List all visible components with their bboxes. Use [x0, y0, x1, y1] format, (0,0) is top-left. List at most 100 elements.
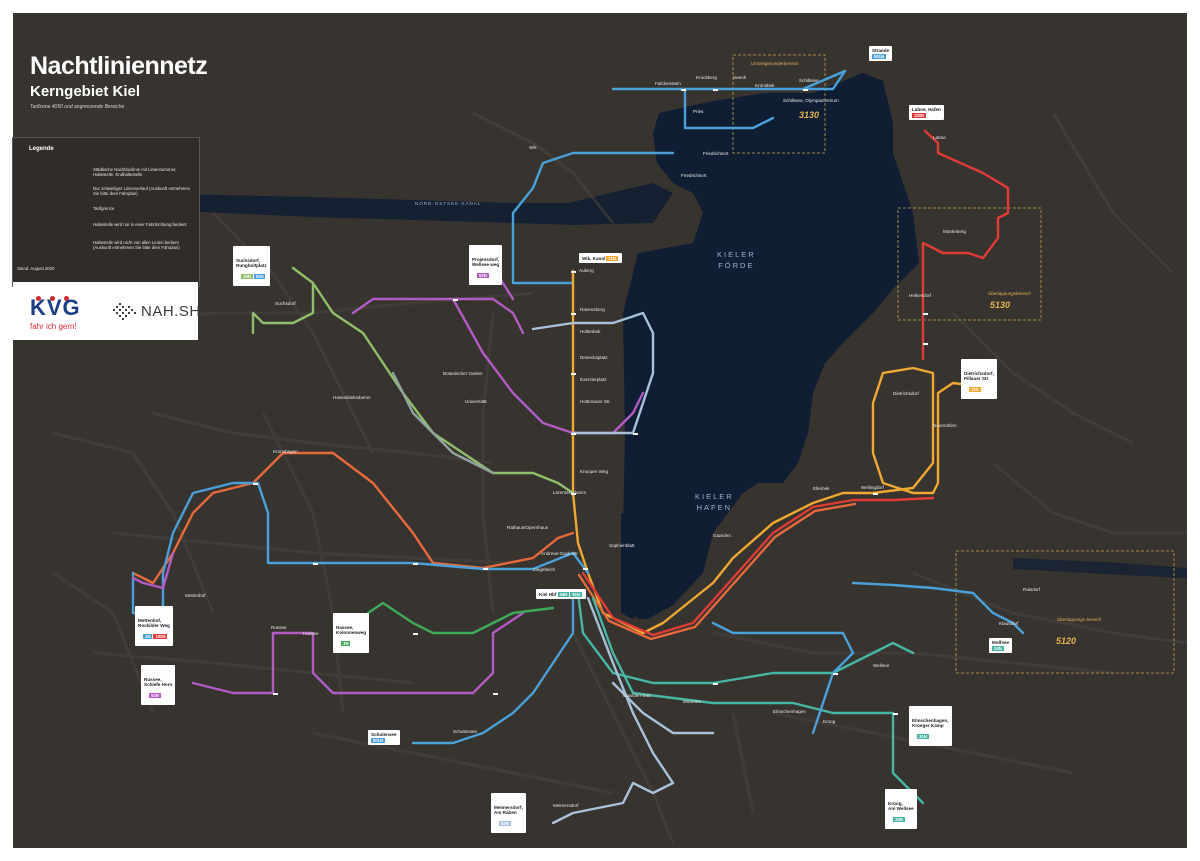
map-title: Nachtliniennetz [30, 52, 208, 80]
line-badge: 52N [253, 274, 266, 279]
terminal-dietrichsdorf[interactable]: Dietrichsdorf, Pillauer Str. 11N [961, 359, 997, 399]
stop-label: Universität [465, 399, 487, 404]
stop-label: Mettenhof [185, 593, 206, 598]
terminal-projensdorf[interactable]: Projensdorf, Wellsee weg 52N [469, 245, 503, 285]
line-26n [851, 581, 1025, 635]
terminal-name: Meimersdorf, Am Raben [494, 805, 523, 815]
stop-label: Schulensee [453, 729, 478, 734]
kvg-logo: KVG [30, 295, 81, 320]
hafen-label: KIELER HAFEN [695, 492, 734, 512]
stop-label: Botanischer Garten [443, 371, 483, 376]
zone-3130-box [732, 54, 826, 154]
line-harbour-red [581, 496, 935, 637]
terminal-kroog[interactable]: Kroog, Am Wellsee 34N [885, 789, 917, 829]
line-badge: 34N [992, 646, 1004, 651]
stop-label: Auberg [579, 268, 594, 273]
line-34n [591, 596, 925, 805]
kvg-slogan: fahr ich gern! [30, 322, 77, 331]
stop-label: Wik [529, 145, 537, 150]
stop-label: Kruckberg [696, 75, 717, 80]
line-31n [576, 591, 915, 685]
stop-label: Sophienblatt [609, 543, 635, 548]
line-badge: 34N [557, 592, 570, 597]
canal-east [1013, 558, 1187, 578]
stop-label: Andreas-Gayk-Str. [541, 551, 579, 556]
stop-label: Wellsee [873, 663, 890, 668]
stop-label: Russee [271, 625, 287, 630]
stop-label: Hassee [303, 631, 319, 636]
terminal-hassee[interactable]: Hassee, Kolonnenweg 3N [333, 613, 370, 653]
stop-label: Holtenauer Str. [580, 399, 611, 404]
stop-label: Dreiecksplatz [580, 355, 608, 360]
line-badge: 20N [241, 274, 253, 279]
line-badge: 52N [499, 821, 511, 826]
stop-label: Rathaus/Opernhaus [507, 525, 549, 530]
terminal-schulensee[interactable]: Schulensee 501N [368, 730, 400, 745]
stop-label: Kronsbek [755, 83, 775, 88]
network-map [45, 54, 1187, 844]
zone-5130-number: 5130 [990, 300, 1011, 310]
map-frame: NORD-OSTSEE-KANAL KIELER FÖRDE KIELER HA… [13, 13, 1187, 848]
terminal-name: Laboe, Hafen [912, 107, 941, 112]
line-badge: 501N [371, 738, 386, 743]
line-badge: 3N [341, 641, 351, 646]
line-badge: 52N [149, 693, 161, 698]
legend-item-tariff-border: Tarifgrenze [93, 206, 115, 211]
terminal-name: Schulensee [371, 732, 397, 737]
terminal-wik[interactable]: Wik, Kanal 11N [579, 253, 622, 263]
stop-label: Meimersdorf [553, 803, 579, 808]
line-11n [571, 269, 935, 635]
stop-label: Pries [693, 109, 704, 114]
terminal-strande[interactable]: Strande 501N [869, 46, 893, 61]
stop-label: Schilksee [799, 78, 819, 83]
stop-label: Dietrichsdorf [893, 391, 919, 396]
terminal-name: Projensdorf, Wellsee weg [472, 257, 500, 267]
nahsh-logo-icon [113, 303, 136, 320]
stop-label: Knooper Weg [580, 469, 609, 474]
terminal-laboe[interactable]: Laboe, Hafen 100N [909, 105, 944, 120]
terminal-elmschenhagen[interactable]: Elmschenhagen, Kroeger Kamp 31N [909, 706, 952, 746]
line-badge: 501N [872, 54, 887, 59]
line-10n [551, 596, 675, 825]
terminal-molfsee[interactable]: Molfsee 34N [989, 638, 1013, 653]
line-badge: 31N [917, 734, 929, 739]
street-grid [52, 111, 1187, 844]
legend-heading: Legende [29, 146, 54, 152]
zone-5120-number: 5120 [1056, 636, 1077, 646]
terminal-name: Kroog, Am Wellsee [888, 801, 914, 811]
terminal-name: Strande [872, 48, 890, 53]
zone-5120-name: Überlappungs-bereich [1057, 617, 1102, 622]
stop-label: Kroog [823, 719, 836, 724]
terminal-name: Elmschenhagen, Kroeger Kamp [912, 718, 949, 728]
inner-harbour [621, 513, 663, 619]
line-51n [411, 591, 575, 745]
stop-label: Raisdorf [1023, 587, 1041, 592]
stop-label: Seeoh [733, 75, 747, 80]
terminal-name: Mettenhof, Rockilder Weg [138, 618, 170, 628]
line-badge: 51N [570, 592, 583, 597]
zone-3130-number: 3130 [799, 110, 820, 120]
legend-item-line: Städtische Nachtbuslinie mit Liniennumme… [93, 167, 177, 177]
line-badge: 52N [477, 273, 489, 278]
line-badge: 100N [912, 113, 927, 118]
terminal-russee[interactable]: Russee, Schiefe Horn 52N [141, 665, 176, 705]
water [133, 73, 1187, 619]
zone-3130-name: Umsteigesonderbereich [751, 61, 799, 66]
terminal-name: Kiel Hbf [539, 592, 557, 597]
stop-label: Lorentzendamm [553, 490, 587, 495]
terminal-name: Dietrichsdorf, Pillauer Str. [964, 371, 994, 381]
stop-label: Suchsdorf [275, 301, 296, 306]
line-18n [391, 371, 495, 475]
zone-5130-box [897, 207, 1042, 321]
line-3n [366, 601, 555, 635]
stop-label: Ravensberg [580, 307, 605, 312]
terminal-name: Wik, Kanal [582, 256, 606, 261]
terminal-meimersdorf[interactable]: Meimersdorf, Am Raben 52N [491, 793, 526, 833]
terminal-name: Hassee, Kolonnenweg [336, 625, 367, 635]
stop-label: Friedrichsort [681, 173, 707, 178]
line-501n [801, 69, 847, 91]
line-13n [611, 681, 715, 735]
